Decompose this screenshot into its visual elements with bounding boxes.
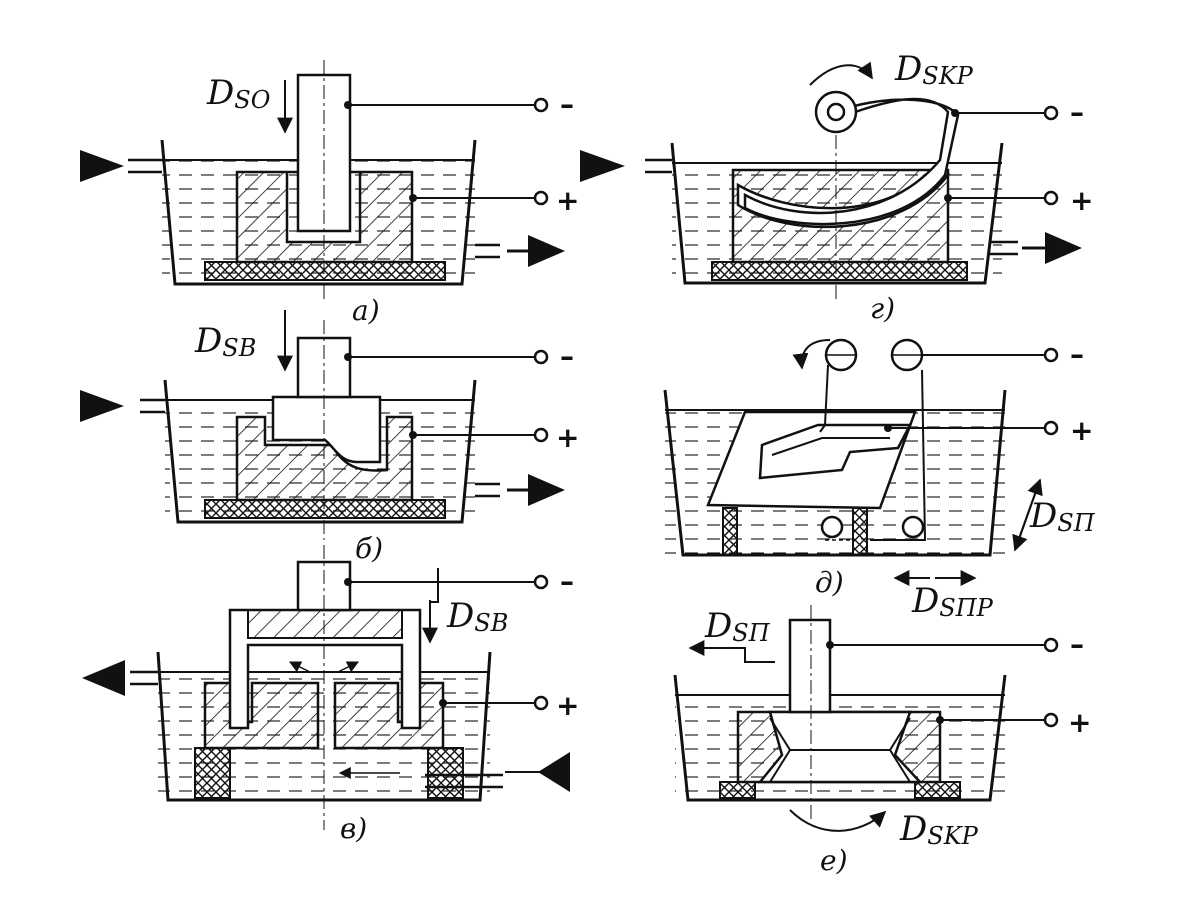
- feed-label-2: DSKP: [899, 809, 979, 850]
- feed-arrow-icon: [1014, 478, 1043, 551]
- tool-electrode: [228, 608, 422, 730]
- pos-terminal: [533, 695, 549, 711]
- pos-sign: +: [556, 184, 579, 217]
- inlet-arrow-icon: [80, 150, 124, 182]
- neg-sign: –: [1070, 628, 1084, 661]
- panel-g: DSKP – + г): [580, 49, 1093, 325]
- panel-e: – + DSП DSKP е): [673, 605, 1091, 877]
- base-insulator: [711, 261, 968, 281]
- caption: е): [820, 844, 848, 877]
- outlet-arrow-icon: [1045, 232, 1082, 264]
- feed-label-1: DSП: [704, 606, 771, 647]
- pos-sign: +: [1070, 184, 1093, 217]
- feed-label: DSB: [446, 596, 508, 637]
- neg-terminal: [1043, 105, 1059, 121]
- feed-arrow-icon: [688, 640, 775, 663]
- bath-wall: [163, 379, 477, 524]
- pos-sign: +: [1068, 706, 1091, 739]
- caption: а): [352, 294, 380, 327]
- inlet-arrow-icon: [538, 752, 570, 792]
- feed-label: DSO: [206, 73, 271, 114]
- panel-d: – + DSП DSПP д): [663, 338, 1096, 622]
- panel-a: – + DSO а): [80, 60, 579, 327]
- workpiece-left: [203, 681, 320, 750]
- insulator-left: [194, 747, 231, 799]
- workpiece-plate: [706, 410, 917, 510]
- outlet-arrow-icon: [82, 660, 125, 696]
- neg-sign: –: [560, 565, 574, 598]
- pos-sign: +: [556, 421, 579, 454]
- caption: б): [355, 532, 383, 565]
- pos-terminal: [533, 427, 549, 443]
- panel-v: – + DSB в): [82, 545, 579, 845]
- caption: в): [340, 812, 367, 845]
- tool-electrode: [271, 395, 382, 464]
- caption: г): [870, 292, 895, 325]
- neg-sign: –: [1070, 96, 1084, 129]
- neg-terminal: [1043, 347, 1059, 363]
- bath-wall: [160, 139, 477, 286]
- pos-sign: +: [556, 689, 579, 722]
- neg-terminal: [1043, 637, 1059, 653]
- feed-label-2: DSПP: [911, 581, 994, 622]
- panel-b: – + DSB б): [80, 310, 579, 565]
- pos-terminal: [1043, 712, 1059, 728]
- bath-wall: [670, 142, 1004, 285]
- bath-wall: [663, 389, 1007, 557]
- neg-sign: –: [1070, 338, 1084, 371]
- pos-terminal: [1043, 190, 1059, 206]
- neg-sign: –: [560, 88, 574, 121]
- neg-terminal: [533, 97, 549, 113]
- neg-terminal: [533, 574, 549, 590]
- rotation-arrow-icon: [809, 61, 873, 86]
- caption: д): [815, 566, 844, 599]
- pos-terminal: [1043, 420, 1059, 436]
- outlet-arrow-icon: [528, 474, 565, 506]
- feed-label: DSKP: [894, 49, 974, 90]
- feed-label: DSB: [194, 321, 256, 362]
- feed-label-1: DSП: [1029, 496, 1096, 537]
- workpiece-right: [333, 681, 445, 750]
- base-insulator: [204, 499, 446, 519]
- inlet-arrow-icon: [80, 390, 124, 422]
- rotation-arrow-icon: [789, 809, 887, 832]
- neg-terminal: [533, 349, 549, 365]
- insulator-right: [427, 747, 464, 799]
- outlet-arrow-icon: [528, 235, 565, 267]
- pos-terminal: [533, 190, 549, 206]
- pos-sign: +: [1070, 414, 1093, 447]
- inlet-arrow-icon: [580, 150, 625, 182]
- neg-sign: –: [560, 340, 574, 373]
- tool-electrode: [788, 618, 832, 714]
- base-insulator: [204, 261, 446, 281]
- bath-wall: [673, 674, 1007, 802]
- rotation-arrow-icon: [792, 339, 831, 370]
